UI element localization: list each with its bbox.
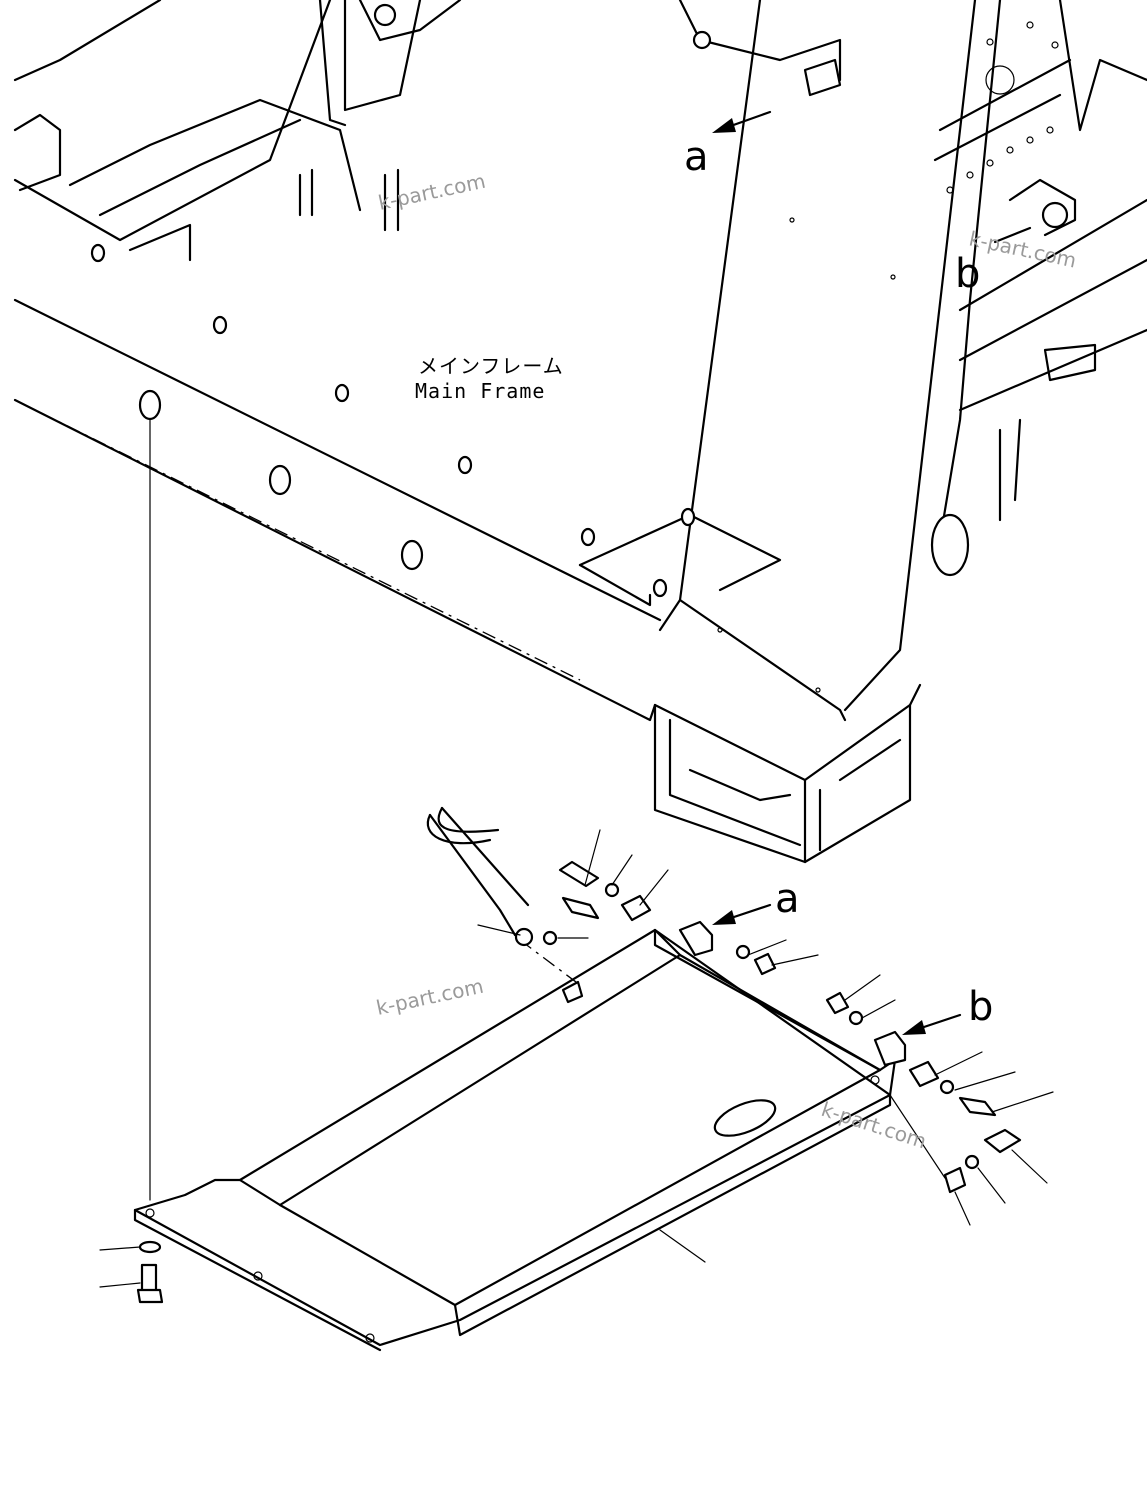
leader-lines bbox=[99, 829, 1054, 1288]
main-frame-label-jp: メインフレーム bbox=[418, 354, 564, 378]
callout-a-lower: a bbox=[775, 876, 800, 922]
bolt-hole-row bbox=[946, 21, 1059, 194]
callout-b-lower: b bbox=[968, 984, 993, 1030]
main-frame-label-en: Main Frame bbox=[415, 379, 545, 403]
watermark: k-part.com bbox=[376, 169, 488, 215]
watermark: k-part.com bbox=[818, 1097, 929, 1153]
watermark: k-part.com bbox=[967, 226, 1079, 272]
callout-b-upper: b bbox=[955, 251, 980, 297]
callout-a-upper: a bbox=[684, 134, 709, 180]
under-cover-assembly bbox=[99, 110, 1054, 1352]
main-frame bbox=[13, 0, 1147, 1201]
frame-bosses bbox=[90, 243, 696, 598]
watermark: k-part.com bbox=[374, 974, 486, 1020]
